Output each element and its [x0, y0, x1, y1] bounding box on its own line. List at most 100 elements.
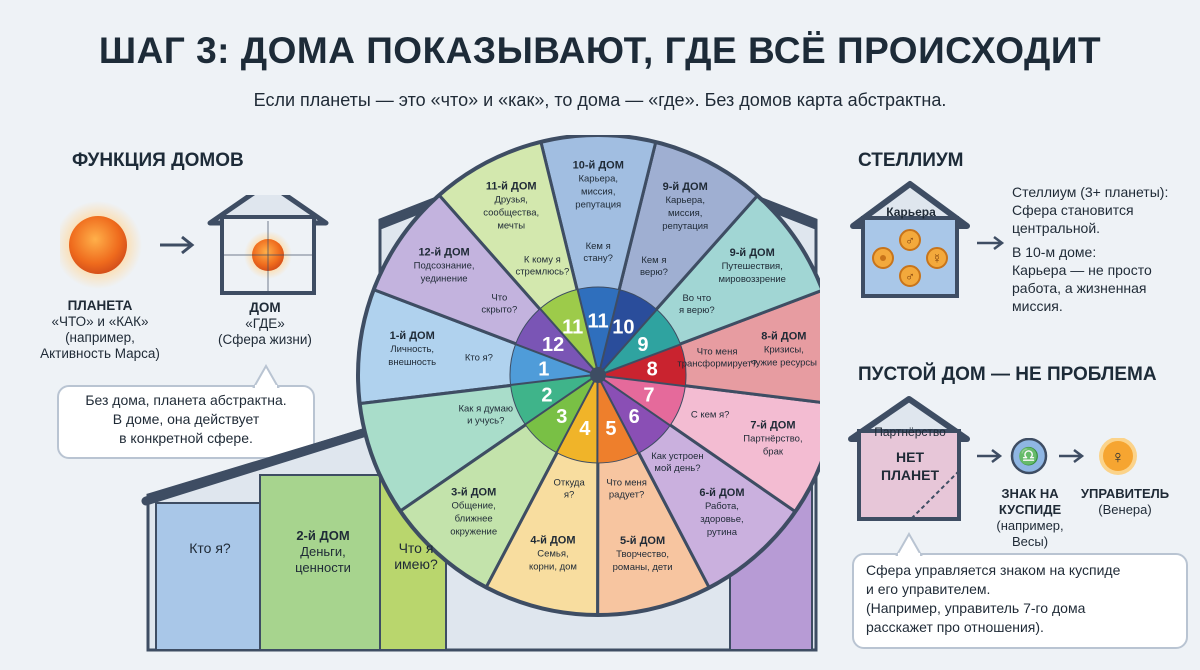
- page-subtitle: Если планеты — это «что» и «как», то дом…: [253, 90, 947, 110]
- house-question: С кем я?: [691, 410, 730, 421]
- house-question: трансформирует?: [677, 359, 757, 370]
- house-description: репутация: [575, 199, 621, 210]
- house-question: Кто я?: [465, 352, 493, 363]
- house-description: Семья,: [537, 549, 568, 560]
- stellium-heading: СТЕЛЛИУМ: [858, 150, 964, 171]
- house-title: 9-й ДОМ: [663, 181, 708, 193]
- svg-text:♀: ♀: [1111, 447, 1125, 467]
- sign-caption: ЗНАК НА КУСПИДЕ (например, Весы): [996, 486, 1064, 549]
- room-house-2: 2-й ДОМ Деньги, ценности: [295, 528, 351, 575]
- svg-text:♂: ♂: [905, 233, 915, 248]
- house-description: Общение,: [452, 500, 496, 511]
- house-question: я верю?: [679, 305, 715, 316]
- house-question: К кому я: [524, 255, 561, 266]
- house-question: Откуда: [553, 477, 585, 488]
- wheel-rim: [356, 135, 820, 617]
- empty-house-heading: ПУСТОЙ ДОМ — НЕ ПРОБЛЕМА: [858, 364, 1157, 385]
- house-number: 11: [562, 317, 583, 339]
- house-title: 9-й ДОМ: [730, 247, 775, 259]
- empty-house-icon: [848, 396, 970, 521]
- bubble-tail-2: [895, 532, 923, 556]
- house-description: ближнее: [455, 513, 493, 524]
- house-description: чужие ресурсы: [751, 358, 817, 369]
- house-question: скрыто?: [481, 305, 517, 316]
- room-who-am-i: Кто я?: [189, 540, 231, 556]
- house-question: стану?: [583, 253, 613, 264]
- house-title: 10-й ДОМ: [573, 159, 624, 171]
- house-number: 5: [605, 418, 616, 440]
- house-description: миссия,: [668, 208, 702, 219]
- house-description: корни, дом: [529, 562, 577, 573]
- house-question: радует?: [609, 490, 644, 501]
- stellium-text: Стеллиум (3+ планеты): Сфера становится …: [1012, 184, 1169, 314]
- svg-text:♎: ♎: [1018, 446, 1039, 466]
- page-title: ШАГ 3: ДОМА ПОКАЗЫВАЮТ, ГДЕ ВСЁ ПРОИСХОД…: [98, 30, 1102, 71]
- house-caption: ДОМ «ГДЕ» (Сфера жизни): [218, 300, 312, 347]
- house-description: внешность: [388, 357, 436, 368]
- house-title: 7-й ДОМ: [750, 420, 795, 432]
- house-number: 9: [637, 334, 648, 356]
- mars-symbol-icon-2: ♂: [899, 265, 921, 287]
- bubble-tail: [252, 364, 280, 388]
- planet-mars-icon: [60, 201, 142, 289]
- house-description: мечты: [497, 221, 525, 232]
- svg-text:♂: ♂: [905, 269, 915, 284]
- mercury-symbol-icon: ☿: [926, 247, 948, 269]
- house-title: 4-й ДОМ: [530, 535, 575, 547]
- functions-heading: ФУНКЦИЯ ДОМОВ: [72, 150, 244, 171]
- house-title: 3-й ДОМ: [451, 486, 496, 498]
- house-description: окружение: [450, 526, 497, 537]
- house-question: Что меня: [697, 347, 738, 358]
- arrow-right-icon-2: [1059, 449, 1085, 463]
- stellium-arrow-icon: [977, 236, 1005, 250]
- svg-text:☿: ☿: [932, 251, 942, 266]
- house-description: Кризисы,: [764, 345, 804, 356]
- house-description: Творчество,: [616, 549, 669, 560]
- mars-symbol-icon: ♂: [899, 229, 921, 251]
- house-number: 8: [647, 358, 658, 380]
- arrow-right-icon: [160, 235, 195, 255]
- function-illustration: [60, 195, 329, 295]
- house-title: 11-й ДОМ: [486, 181, 537, 193]
- house-description: сообщества,: [483, 208, 539, 219]
- ruler-caption: УПРАВИТЕЛЬ (Венера): [1080, 486, 1170, 517]
- wheel-hub: [590, 367, 606, 383]
- house-description: романы, дети: [613, 562, 673, 573]
- room-what-i-have: Что я имею?: [394, 540, 438, 572]
- house-question: стремлюсь?: [515, 267, 569, 278]
- planet-caption: ПЛАНЕТА «ЧТО» и «КАК» (например, Активно…: [40, 298, 160, 361]
- house-title: 5-й ДОМ: [620, 535, 665, 547]
- house-number: 11: [587, 310, 608, 332]
- house-description: Личность,: [390, 344, 434, 355]
- empty-house-label: Партнёрство: [874, 425, 946, 439]
- house-question: и учусь?: [467, 415, 504, 426]
- house-icon: [207, 195, 329, 295]
- house-description: Карьера,: [578, 173, 618, 184]
- house-number: 10: [612, 317, 634, 339]
- house-number: 12: [542, 334, 564, 356]
- stellium-house-label: Карьера: [886, 205, 936, 219]
- house-number: 6: [629, 406, 640, 428]
- house-number: 1: [538, 358, 549, 380]
- arrow-right-icon: [977, 449, 1003, 463]
- function-bubble: Без дома, планета абстрактна. В доме, он…: [57, 385, 315, 459]
- house-description: Работа,: [705, 501, 739, 512]
- house-question: верю?: [640, 267, 668, 278]
- house-description: миссия,: [581, 186, 615, 197]
- sun-symbol-icon: [872, 247, 894, 269]
- house-question: Во что: [682, 293, 711, 304]
- house-description: здоровье,: [700, 514, 743, 525]
- house-description: Подсознание,: [414, 260, 475, 271]
- house-number: 7: [643, 384, 654, 406]
- empty-house-bubble: Сфера управляется знаком на куспиде и ег…: [852, 553, 1188, 649]
- house-description: рутина: [707, 527, 738, 538]
- venus-ruler-icon: ♀: [1099, 438, 1137, 475]
- house-description: Партнёрство,: [743, 434, 802, 445]
- house-title: 1-й ДОМ: [390, 330, 435, 342]
- house-question: Кем я: [641, 255, 666, 266]
